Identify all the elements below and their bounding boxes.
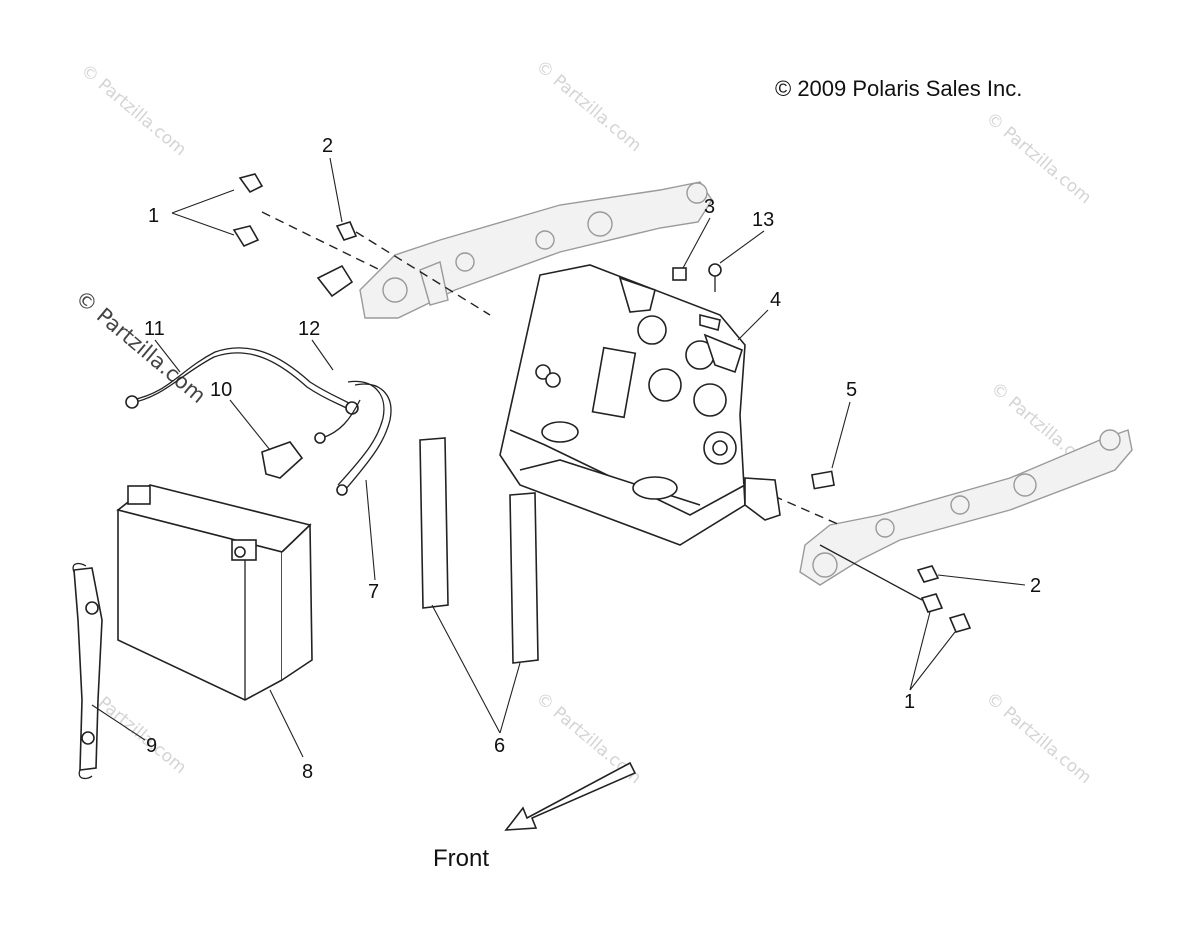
callout-labels: 1 2 3 13 4 11 12 10 5 7 6 8 9 2 1: [144, 135, 1041, 783]
cables: [125, 264, 392, 496]
callout-6: 6: [494, 735, 505, 757]
hold-down-strap: [72, 562, 103, 780]
callout-1-upper: 1: [148, 205, 159, 227]
clips: [672, 263, 835, 490]
callout-2-upper: 2: [322, 135, 333, 157]
callout-2-lower: 2: [1030, 575, 1041, 597]
watermark: © Partzilla.com: [982, 109, 1095, 209]
callout-9: 9: [146, 735, 157, 757]
copyright-text: © 2009 Polaris Sales Inc.: [775, 76, 1022, 101]
front-arrow: [504, 761, 637, 831]
watermark-dark: © Partzilla.com: [71, 285, 211, 408]
leader-lines: [91, 157, 1026, 758]
lower-bolts: [759, 489, 972, 633]
upper-frame-rail: [359, 181, 713, 319]
callout-1-lower: 1: [904, 691, 915, 713]
lower-frame-rail: [799, 429, 1133, 586]
battery-box: [499, 264, 781, 546]
battery: [116, 484, 313, 701]
callout-11: 11: [144, 318, 165, 340]
insulator-pads: [419, 437, 539, 664]
front-label: Front: [433, 845, 489, 872]
callout-8: 8: [302, 761, 313, 783]
watermark: © Partzilla.com: [982, 689, 1095, 789]
callout-4: 4: [770, 289, 781, 311]
watermark: © Partzilla.com: [532, 57, 645, 157]
callout-12: 12: [298, 318, 320, 340]
callout-3: 3: [704, 196, 715, 218]
callout-5: 5: [846, 379, 857, 401]
upper-bolts: [232, 173, 491, 316]
callout-13: 13: [752, 209, 774, 231]
callout-10: 10: [210, 379, 232, 401]
callout-7: 7: [368, 581, 379, 603]
watermark: © Partzilla.com: [77, 61, 190, 161]
